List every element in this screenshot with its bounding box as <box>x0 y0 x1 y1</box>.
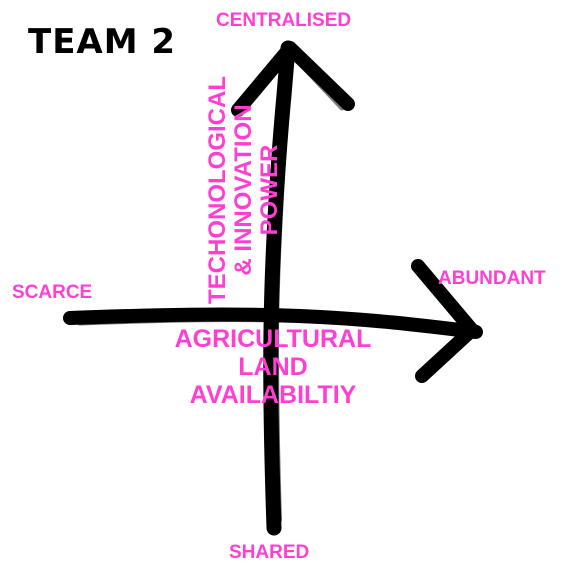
y-axis-bottom-label: SHARED <box>229 542 310 563</box>
up-arrowhead-texture <box>241 51 345 111</box>
y-axis-title: TECHONOLOGICAL & INNOVATION POWER <box>204 76 283 304</box>
x-axis-left-label: SCARCE <box>12 282 93 303</box>
horizontal-axis-line-texture <box>77 317 473 338</box>
vertical-axis-line <box>263 40 296 536</box>
y-axis-top-label: CENTRALISED <box>216 10 352 31</box>
team-title: TEAM 2 <box>28 22 177 62</box>
x-axis-title: AGRICULTURAL LAND AVAILABILTIY <box>174 325 372 409</box>
right-arrowhead-texture <box>421 269 469 373</box>
x-axis-right-label: ABUNDANT <box>438 268 546 289</box>
horizontal-axis-line <box>63 307 483 339</box>
